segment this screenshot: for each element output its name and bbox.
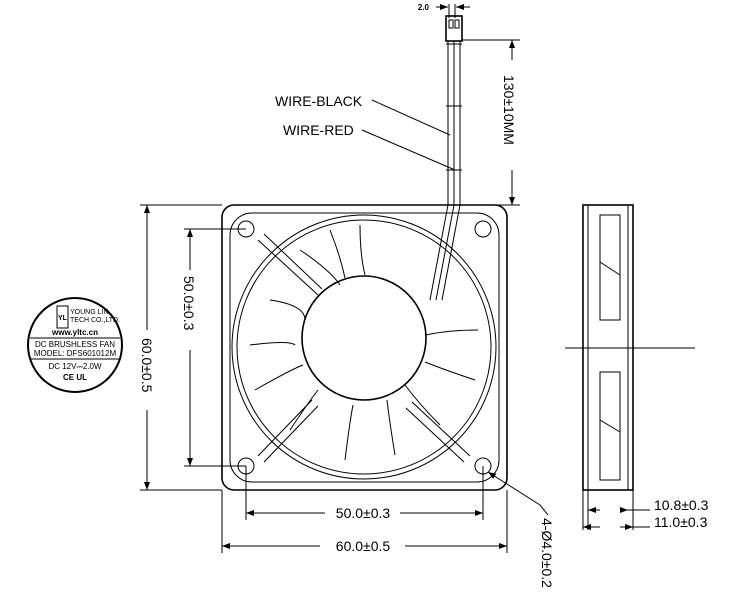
svg-text:TECH CO.,LTD.: TECH CO.,LTD. xyxy=(70,317,120,324)
svg-text:DC 12V⎓2.0W: DC 12V⎓2.0W xyxy=(48,362,102,371)
hole-spacing-horizontal-label: 50.0±0.3 xyxy=(336,505,391,521)
logo-icon: YL xyxy=(58,315,68,322)
thickness-outer-label: 11.0±0.3 xyxy=(654,514,708,530)
mounting-hole xyxy=(474,220,492,238)
frame-width-label: 60.0±0.5 xyxy=(336,538,391,554)
mounting-holes-label: 4-Ø4.0±0.2 xyxy=(539,518,555,588)
svg-text:www.yltc.cn: www.yltc.cn xyxy=(51,328,98,337)
frame-height-label: 60.0±0.5 xyxy=(139,338,155,393)
svg-text:DC BRUSHLESS FAN: DC BRUSHLESS FAN xyxy=(35,340,115,349)
fan-side-view xyxy=(565,204,695,491)
fan-front-view xyxy=(221,204,508,491)
connector-pitch-label: 2.0 xyxy=(418,3,430,12)
wire-red-label: WIRE-RED xyxy=(283,122,354,138)
connector: 2.0 xyxy=(418,3,470,42)
label-sticker: YL YOUNG LIN TECH CO.,LTD. www.yltc.cn D… xyxy=(27,297,123,393)
wire-length-label: 130±10MM xyxy=(501,75,517,145)
wire-black-label: WIRE-BLACK xyxy=(275,93,363,109)
thickness-inner-label: 10.8±0.3 xyxy=(654,497,709,513)
svg-text:YOUNG LIN: YOUNG LIN xyxy=(70,309,109,316)
cert-marks: CE UL xyxy=(63,373,87,382)
svg-text:MODEL: DFS601012M: MODEL: DFS601012M xyxy=(34,349,117,358)
hole-spacing-vertical-label: 50.0±0.3 xyxy=(181,276,197,331)
